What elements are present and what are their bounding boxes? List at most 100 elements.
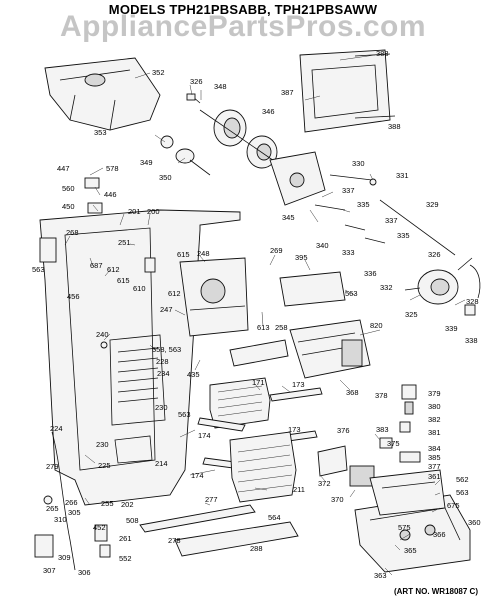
callout-363: 363 [374, 571, 387, 580]
callout-228: 228 [156, 357, 169, 366]
evaporator-housing-248 [179, 257, 249, 337]
bracket-345 [269, 151, 326, 206]
callout-326: 326 [190, 77, 203, 86]
callout-224: 224 [50, 424, 63, 433]
callout-330: 330 [352, 159, 365, 168]
rod-329 [314, 174, 456, 256]
callout-349: 349 [140, 158, 153, 167]
callout-211: 211 [293, 485, 305, 494]
callout-675: 675 [447, 501, 460, 510]
callout-612-b: 612 [168, 289, 181, 298]
callout-388: 388 [376, 49, 389, 58]
callout-240: 240 [96, 330, 109, 339]
shelf-171 [209, 377, 271, 429]
machine-bracket-361 [369, 469, 446, 516]
callout-378: 378 [375, 391, 388, 400]
callout-325: 325 [405, 310, 418, 319]
control-box-372-370 [317, 445, 375, 487]
art-number: (ART NO. WR18087 C) [393, 587, 478, 596]
door-frame-387-388 [299, 49, 396, 133]
callout-173-b: 173 [288, 425, 301, 434]
page-title: MODELS TPH21PBSABB, TPH21PBSAWW [108, 2, 378, 17]
callout-346: 346 [262, 107, 275, 116]
callout-456: 456 [67, 292, 80, 301]
callout-372: 372 [318, 479, 331, 488]
callout-345: 345 [282, 213, 295, 222]
callout-248: 248 [197, 249, 210, 258]
control-parts-378-385 [379, 384, 421, 463]
callout-277: 277 [205, 495, 218, 504]
callout-563-d: 563 [456, 488, 469, 497]
basket-211 [229, 431, 297, 503]
callout-379: 379 [428, 389, 441, 398]
callout-265: 265 [46, 504, 59, 513]
callout-377: 377 [428, 462, 441, 471]
leader-lines [64, 54, 466, 576]
hinge-parts-left [34, 431, 111, 571]
callout-336: 336 [364, 269, 377, 278]
callout-338: 338 [465, 336, 478, 345]
callout-202: 202 [121, 500, 134, 509]
callout-352: 352 [152, 68, 165, 77]
callout-328: 328 [466, 297, 479, 306]
callout-435: 435 [187, 370, 200, 379]
callout-174-b: 174 [191, 471, 204, 480]
callout-508: 508 [126, 516, 139, 525]
callout-450: 450 [62, 202, 75, 211]
callout-labels: 352 326 348 388 387 346 388 353 349 350 … [32, 49, 481, 580]
callout-266: 266 [65, 498, 78, 507]
callout-563: 563 [32, 265, 45, 274]
callout-225: 225 [98, 461, 111, 470]
callout-337-b: 337 [385, 216, 398, 225]
callout-385: 385 [428, 453, 441, 462]
callout-360: 360 [468, 518, 481, 527]
callout-278: 278 [168, 536, 181, 545]
callout-350: 350 [159, 173, 172, 182]
callout-365: 365 [404, 546, 417, 555]
coupling-349-350 [160, 93, 211, 176]
callout-615-b: 615 [117, 276, 130, 285]
callout-375: 375 [387, 439, 400, 448]
callout-339: 339 [445, 324, 458, 333]
small-parts-left [39, 177, 156, 349]
callout-171: 171 [252, 378, 265, 387]
callout-552: 552 [119, 554, 132, 563]
callout-560: 560 [62, 184, 75, 193]
cover-395 [279, 271, 346, 307]
callout-575: 575 [398, 523, 411, 532]
callout-310: 310 [54, 515, 67, 524]
callout-268: 268 [66, 228, 79, 237]
callout-173: 173 [292, 380, 305, 389]
callout-452: 452 [93, 523, 106, 532]
callout-201: 201 [128, 207, 141, 216]
callout-447: 447 [57, 164, 70, 173]
callout-612: 612 [107, 265, 120, 274]
callout-578: 578 [106, 164, 119, 173]
callout-613: 613 [257, 323, 270, 332]
ice-maker-820 [289, 319, 371, 379]
callout-331: 331 [396, 171, 409, 180]
fan-motor-325 [404, 257, 481, 316]
callout-376: 376 [337, 426, 350, 435]
callout-261: 261 [119, 534, 132, 543]
callout-332: 332 [380, 283, 393, 292]
callout-563-b: 563 [345, 289, 358, 298]
tube-258 [229, 339, 289, 367]
callout-230: 230 [155, 403, 168, 412]
callout-361: 361 [428, 472, 441, 481]
callout-234: 234 [157, 369, 170, 378]
callout-384: 384 [428, 444, 441, 453]
callout-200: 200 [147, 207, 160, 216]
callout-610: 610 [133, 284, 146, 293]
callout-370: 370 [331, 495, 344, 504]
callout-395: 395 [295, 253, 308, 262]
callout-558-563: 558, 563 [152, 345, 181, 354]
callout-174: 174 [198, 431, 211, 440]
callout-564: 564 [268, 513, 281, 522]
callout-288: 288 [250, 544, 263, 553]
callout-382: 382 [428, 415, 441, 424]
callout-348: 348 [214, 82, 227, 91]
callout-335: 335 [357, 200, 370, 209]
callout-255: 255 [101, 499, 114, 508]
